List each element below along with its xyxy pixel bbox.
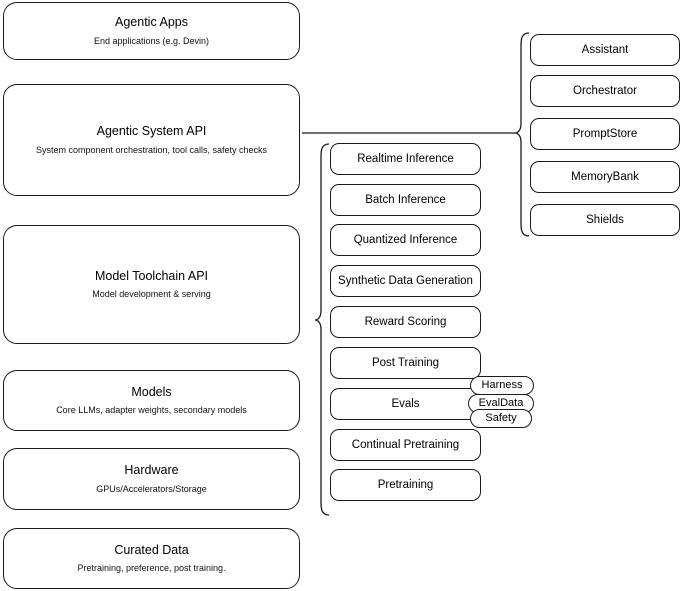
bracket-toolchain-components	[314, 143, 330, 516]
layer-subtitle: System component orchestration, tool cal…	[35, 144, 268, 155]
component-label: Shields	[586, 213, 624, 226]
component-label: Realtime Inference	[357, 152, 454, 165]
layer-title: Agentic Apps	[115, 15, 188, 30]
component-orchestrator[interactable]: Orchestrator	[530, 75, 680, 107]
layer-title: Hardware	[124, 463, 179, 478]
layer-title: Models	[131, 384, 172, 399]
component-synthetic-data-generation[interactable]: Synthetic Data Generation	[330, 265, 481, 297]
component-label: Post Training	[371, 356, 440, 369]
component-label: MemoryBank	[571, 170, 639, 183]
component-memorybank[interactable]: MemoryBank	[530, 161, 680, 193]
layer-agentic-system-api[interactable]: Agentic System API System component orch…	[3, 84, 300, 196]
eval-tag-label: EvalData	[478, 397, 524, 409]
component-shields[interactable]: Shields	[530, 204, 680, 236]
layer-subtitle: Model development & serving	[92, 289, 211, 300]
layer-title: Agentic System API	[96, 124, 207, 139]
component-reward-scoring[interactable]: Reward Scoring	[330, 306, 481, 338]
component-label: Continual Pretraining	[351, 438, 460, 451]
component-batch-inference[interactable]: Batch Inference	[330, 184, 481, 216]
component-label: Assistant	[581, 43, 629, 56]
component-promptstore[interactable]: PromptStore	[530, 118, 680, 150]
component-evals[interactable]: Evals	[330, 388, 481, 420]
layer-agentic-apps[interactable]: Agentic Apps End applications (e.g. Devi…	[3, 2, 300, 60]
layer-model-toolchain-api[interactable]: Model Toolchain API Model development & …	[3, 225, 300, 344]
component-realtime-inference[interactable]: Realtime Inference	[330, 143, 481, 175]
eval-tag-safety[interactable]: Safety	[470, 409, 532, 428]
component-label: Orchestrator	[573, 84, 637, 97]
layer-hardware[interactable]: Hardware GPUs/Accelerators/Storage	[3, 448, 300, 510]
component-label: Pretraining	[377, 478, 434, 491]
layer-title: Model Toolchain API	[94, 268, 209, 283]
layer-models[interactable]: Models Core LLMs, adapter weights, secon…	[3, 370, 300, 431]
component-label: Quantized Inference	[353, 233, 458, 246]
component-label: PromptStore	[572, 127, 638, 140]
component-label: Evals	[391, 397, 420, 410]
bracket-system-components	[514, 32, 530, 237]
layer-subtitle: Core LLMs, adapter weights, secondary mo…	[56, 405, 247, 416]
component-pretraining[interactable]: Pretraining	[330, 469, 481, 501]
layer-curated-data[interactable]: Curated Data Pretraining, preference, po…	[3, 528, 300, 589]
layer-title: Curated Data	[114, 542, 189, 557]
component-assistant[interactable]: Assistant	[530, 34, 680, 66]
layer-subtitle: End applications (e.g. Devin)	[93, 35, 210, 46]
eval-tag-label: Harness	[481, 379, 523, 391]
eval-tag-harness[interactable]: Harness	[470, 376, 534, 395]
eval-tag-label: Safety	[485, 412, 517, 424]
component-post-training[interactable]: Post Training	[330, 347, 481, 379]
component-label: Batch Inference	[365, 193, 446, 206]
layer-subtitle: Pretraining, preference, post training.	[77, 563, 226, 574]
component-label: Reward Scoring	[364, 315, 447, 328]
component-quantized-inference[interactable]: Quantized Inference	[330, 224, 481, 256]
layer-subtitle: GPUs/Accelerators/Storage	[96, 483, 207, 494]
component-label: Synthetic Data Generation	[338, 274, 473, 287]
component-continual-pretraining[interactable]: Continual Pretraining	[330, 429, 481, 461]
